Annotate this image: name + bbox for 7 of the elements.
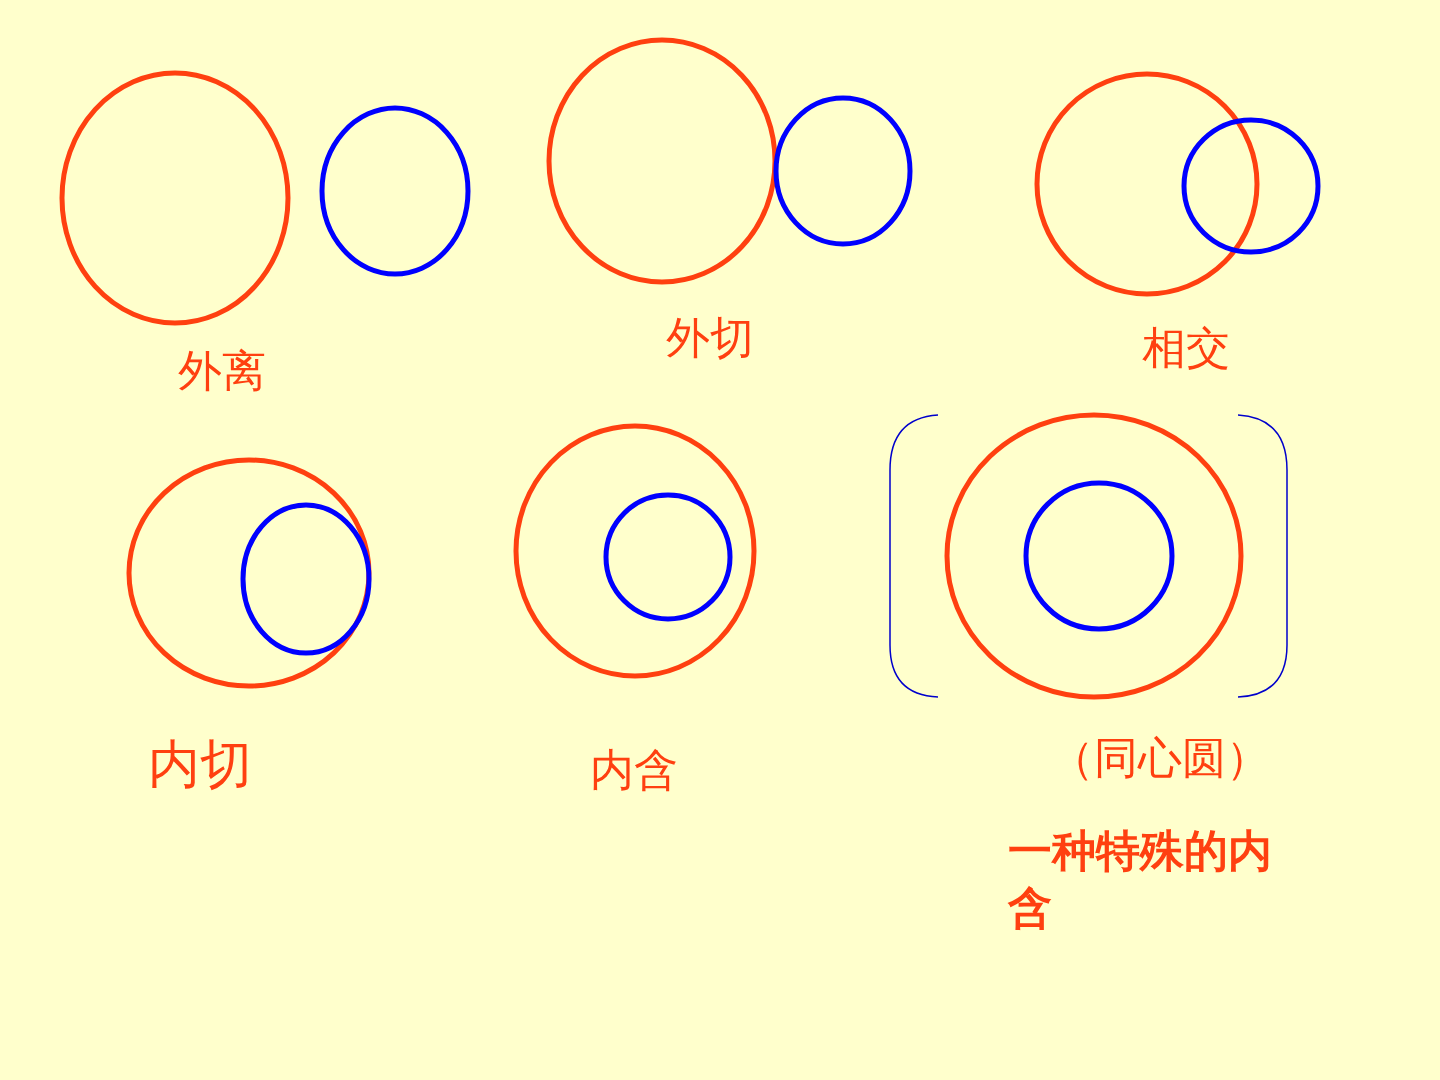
relation-label: 内含 xyxy=(590,744,678,797)
relation-label: 相交 xyxy=(1142,322,1230,375)
relation-label: 内切 xyxy=(148,733,252,796)
relation-label: 外离 xyxy=(178,345,266,398)
relation-label: （同心圆） xyxy=(1050,732,1270,785)
relation-label: 外切 xyxy=(666,312,754,365)
note-text: 一种特殊的内含 xyxy=(1008,824,1273,936)
